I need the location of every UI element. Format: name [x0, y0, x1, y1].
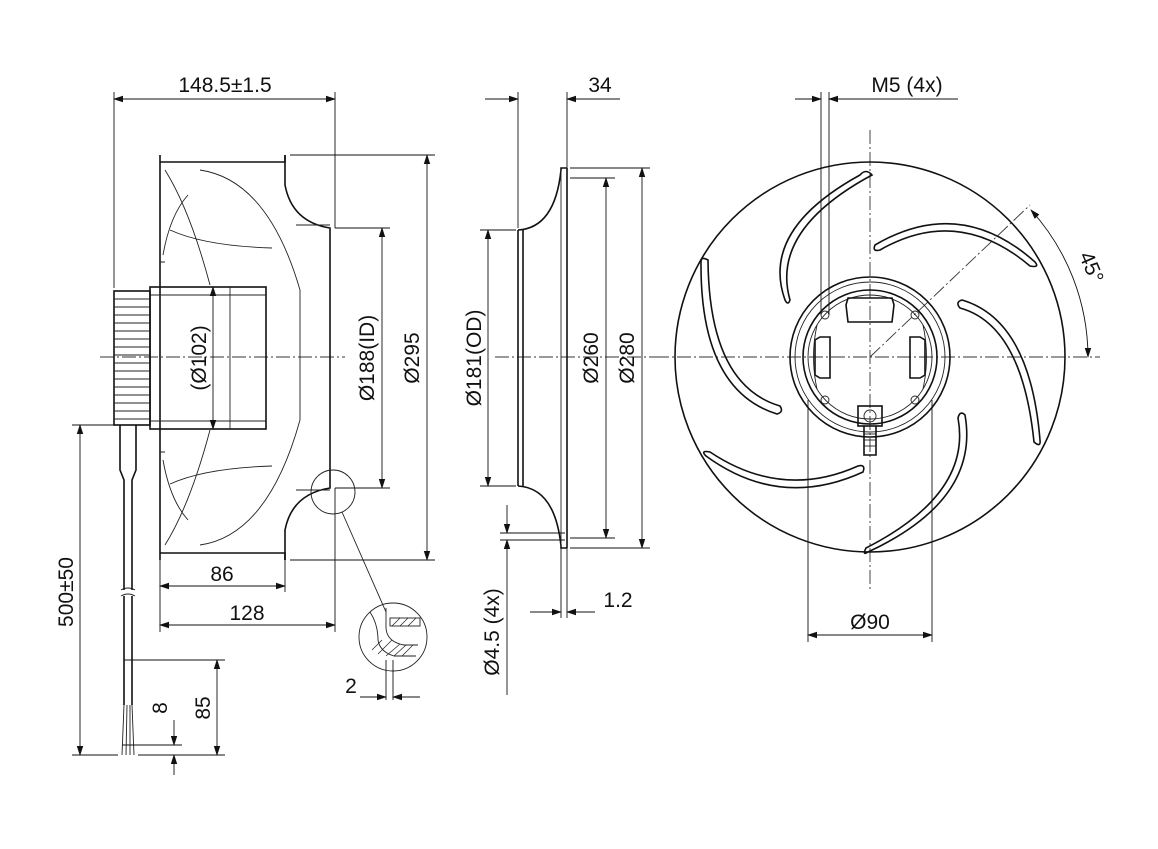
dim-thickness: 34 [588, 74, 612, 97]
dim-thread: M5 (4x) [871, 74, 942, 97]
dim-angle: 45° [1074, 248, 1108, 286]
impeller-blades [700, 170, 1041, 555]
dim-inner-diameter: Ø188(ID) [356, 315, 379, 401]
dim-detail-2: 2 [345, 675, 357, 698]
dim-ring-od: Ø181(OD) [463, 310, 486, 407]
front-view: M5 (4x) 45° Ø90 [655, 74, 1108, 642]
inlet-ring-view: 34 Ø181(OD) Ø260 Ø280 Ø4.5 (4x) 1.2 [463, 74, 655, 695]
dim-128: 128 [229, 602, 264, 625]
dim-85: 85 [192, 696, 215, 719]
dim-motor-diameter: (Ø102) [188, 325, 211, 390]
dim-86: 86 [210, 563, 233, 586]
dim-260: Ø260 [580, 332, 603, 383]
side-view: (Ø102) Ø188(ID) Ø295 148.5±1.5 86 128 50… [55, 74, 435, 775]
dim-overall-width: 148.5±1.5 [178, 74, 271, 97]
dim-90: Ø90 [850, 611, 890, 634]
dim-8: 8 [149, 702, 172, 714]
dim-280: Ø280 [616, 332, 639, 383]
dim-hole: Ø4.5 (4x) [481, 588, 504, 676]
dim-cable-length: 500±50 [55, 557, 78, 627]
motor-hub [789, 276, 951, 456]
dim-outer-diameter: Ø295 [401, 332, 424, 383]
dim-sheet-thickness: 1.2 [603, 589, 632, 612]
